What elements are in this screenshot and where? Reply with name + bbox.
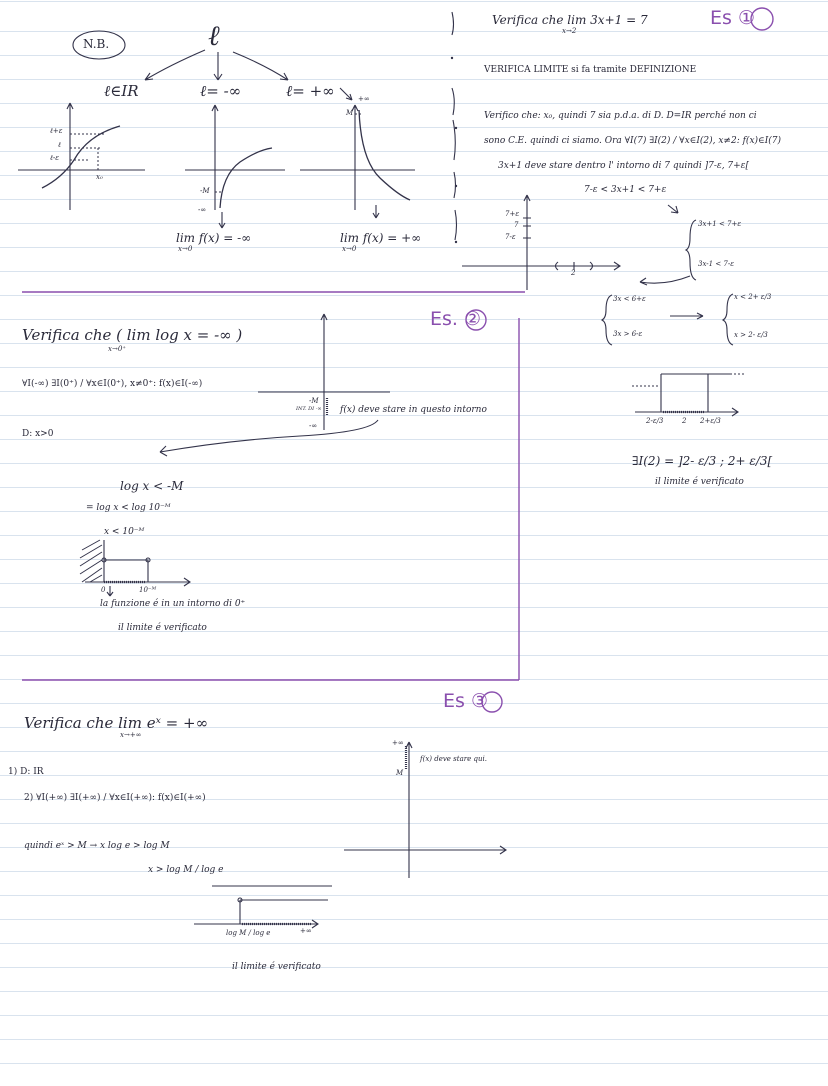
es1-interval-graph	[632, 373, 745, 417]
g1-l: ℓ	[58, 141, 61, 149]
es3-graph	[344, 741, 507, 878]
es1-result: ∃I(2) = ]2- ε/3 ; 2+ ε/3[	[632, 454, 773, 468]
separator-es2	[22, 318, 520, 681]
es1-line4: 7-ε < 3x+1 < 7+ε	[584, 185, 667, 195]
es1-note: VERIFICA LIMITE si fa tramite DEFINIZION…	[484, 65, 697, 75]
es1-graph-y-bot: 7-ε	[505, 233, 516, 241]
es1-line1: Verifico che: x₀, quindi 7 sia p.d.a. di…	[484, 111, 757, 121]
es1-graph-x-label: 2	[571, 269, 576, 277]
es1-sys1-b: 3x-1 < 7-ε	[698, 260, 734, 268]
es2-number-circle	[465, 309, 487, 331]
es2-line-after: la funzione é in un intorno di 0⁺	[100, 599, 246, 609]
g1-l-plus: ℓ+ε	[50, 127, 63, 135]
es3-number-circle	[481, 691, 503, 713]
es3-graph-plus-inf: +∞	[392, 739, 404, 747]
arrow-case3	[232, 51, 289, 81]
es3-graph-m: M	[396, 769, 404, 777]
nb-graph-pos-inf	[300, 87, 415, 219]
nb-symbol: ℓ	[208, 19, 220, 52]
g3-plus-inf: +∞	[358, 95, 370, 103]
g3-sub: x→0	[342, 245, 357, 253]
es1-line2: sono C.E. quindi ci siamo. Ora ∀I(7) ∃I(…	[484, 136, 781, 146]
es1-graph	[462, 194, 734, 346]
es1-sys3-b: x > 2- ε/3	[734, 331, 768, 339]
es2-axis-label-10m: 10⁻ᴹ	[139, 586, 157, 594]
nb-graph-neg-inf	[185, 104, 285, 229]
es2-step2: = log x < log 10⁻ᴹ	[86, 503, 171, 513]
arrow-case1	[144, 49, 206, 81]
divider-vertical	[451, 11, 458, 241]
es3-heading: Verifica che lim eˣ = +∞	[24, 714, 209, 732]
g1-x0: x₀	[96, 173, 103, 181]
es1-heading-sub: x→2	[562, 27, 577, 35]
nb-case-neg-inf: ℓ= -∞	[200, 82, 242, 100]
es3-step2: x > log M / log e	[148, 865, 224, 875]
es2-graph	[159, 313, 390, 457]
es3-step1: quindi eˣ > M → x log e > log M	[24, 841, 170, 851]
nb-graph-finite	[18, 102, 145, 210]
es2-graph-neg-m: -M	[309, 397, 319, 405]
es2-conclusion: il limite é verificato	[118, 623, 207, 633]
es1-heading: Verifica che lim 3x+1 = 7	[492, 13, 648, 27]
es2-axis-label-0: 0	[101, 586, 106, 594]
es2-graph-note: f(x) deve stare in questo intorno	[340, 405, 487, 415]
g2-neg-m: -M	[200, 187, 210, 195]
es1-sys3-a: x < 2+ ε/3	[734, 293, 772, 301]
g1-l-minus: ℓ-ε	[50, 154, 60, 162]
es2-graph-int-di: INT. DI -∞	[296, 406, 322, 412]
es1-number-circle	[750, 7, 774, 31]
arrow-case2	[213, 52, 223, 81]
es3-graph-note: f(x) deve stare qui.	[420, 755, 487, 763]
es2-domain: D: x>0	[22, 429, 54, 439]
es3-axis-label-plus-inf: +∞	[300, 927, 312, 935]
es1-line3: 3x+1 deve stare dentro l' intorno di 7 q…	[498, 161, 750, 171]
es3-domain: 1) D: IR	[8, 767, 44, 777]
g2-sub: x→0	[178, 245, 193, 253]
es2-title: Es. ②	[430, 308, 482, 330]
es1-sys2-b: 3x > 6-ε	[613, 330, 643, 338]
es1-title: Es ①	[710, 7, 755, 29]
g2-conclusion: lim f(x) = -∞	[176, 231, 252, 245]
g2-neg-inf: -∞	[198, 206, 207, 214]
es2-interval-graph	[79, 539, 191, 597]
es3-interval-graph	[194, 885, 332, 929]
nb-circle	[72, 30, 126, 60]
es1-axis-label-right: 2+ε/3	[700, 417, 721, 425]
nb-case-pos-inf: ℓ= +∞	[286, 82, 335, 100]
es1-sys2-a: 3x < 6+ε	[613, 295, 646, 303]
es1-sys1-a: 3x+1 < 7+ε	[698, 220, 742, 228]
es1-conclusion: il limite é verificato	[655, 477, 744, 487]
es2-heading: Verifica che ( lim log x = -∞ )	[22, 326, 243, 344]
es2-line1: ∀I(-∞) ∃I(0⁺) / ∀x∈I(0⁺), x≠0⁺: f(x)∈I(-…	[22, 379, 203, 389]
nb-label: N.B.	[83, 37, 110, 51]
es3-title: Es ③	[443, 690, 488, 712]
es2-step3: x < 10⁻ᴹ	[104, 527, 145, 537]
es3-heading-sub: x→+∞	[120, 731, 142, 739]
es1-axis-label-left: 2-ε/3	[646, 417, 664, 425]
es2-heading-sub: x→0⁺	[108, 345, 126, 353]
es1-axis-label-mid: 2	[682, 417, 687, 425]
es2-graph-neg-inf: -∞	[309, 422, 318, 430]
es3-line2: 2) ∀I(+∞) ∃I(+∞) / ∀x∈I(+∞): f(x)∈I(+∞)	[24, 793, 206, 803]
es3-conclusion: il limite é verificato	[232, 962, 321, 972]
g3-conclusion: lim f(x) = +∞	[340, 231, 422, 245]
es1-graph-y-top: 7+ε	[505, 210, 520, 218]
nb-case-finite: ℓ∈IR	[104, 82, 139, 100]
es3-axis-label-logm: log M / log e	[226, 929, 271, 937]
es2-step1: log x < -M	[120, 479, 184, 493]
es1-graph-y-mid: 7	[514, 221, 519, 229]
g3-m: M	[346, 109, 354, 117]
